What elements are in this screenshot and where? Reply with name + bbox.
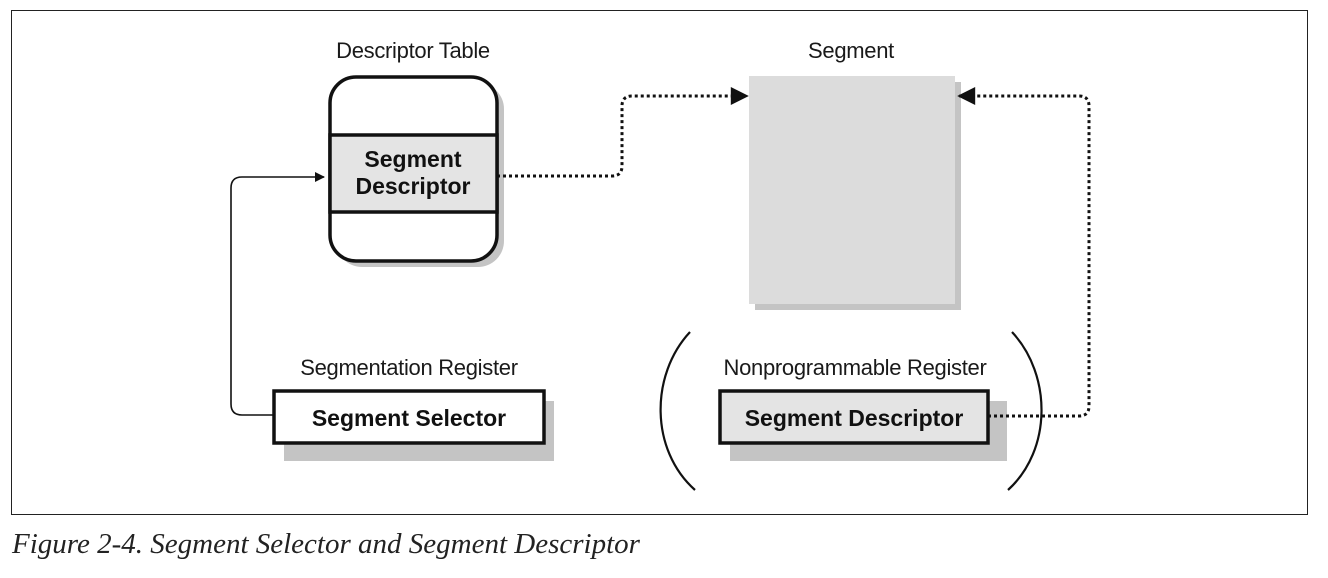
segmentation-register-box: [272, 389, 546, 445]
segment-descriptor-label: Segment Descriptor: [745, 405, 964, 431]
right-parenthesis: [1007, 331, 1043, 491]
left-parenthesis: [659, 331, 696, 491]
segment-block: [749, 76, 961, 310]
selector-to-descriptor-arrow: [230, 172, 325, 416]
nonprogrammable-register: Segment Descriptor: [718, 389, 1007, 461]
descriptor-to-segment-arrow: [497, 87, 749, 178]
descriptor-table: Segment Descriptor: [328, 75, 504, 267]
figure-caption: Figure 2-4. Segment Selector and Segment…: [12, 528, 640, 560]
nonprogrammable-register-box: [718, 389, 990, 445]
segment-title: Segment: [808, 38, 894, 63]
segmentation-register: Segment Selector: [272, 389, 554, 461]
segmentation-register-title: Segmentation Register: [300, 355, 518, 380]
descriptor-entry-label-2: Descriptor: [355, 173, 470, 199]
descriptor-entry-label-1: Segment: [364, 146, 461, 172]
segment-selector-label: Segment Selector: [312, 405, 506, 431]
segment-body: [749, 76, 955, 304]
descriptor-table-title: Descriptor Table: [336, 38, 490, 63]
nonprogrammable-register-title: Nonprogrammable Register: [723, 355, 986, 380]
descriptor-table-entry: [328, 133, 499, 214]
figure-frame: [11, 10, 1308, 515]
